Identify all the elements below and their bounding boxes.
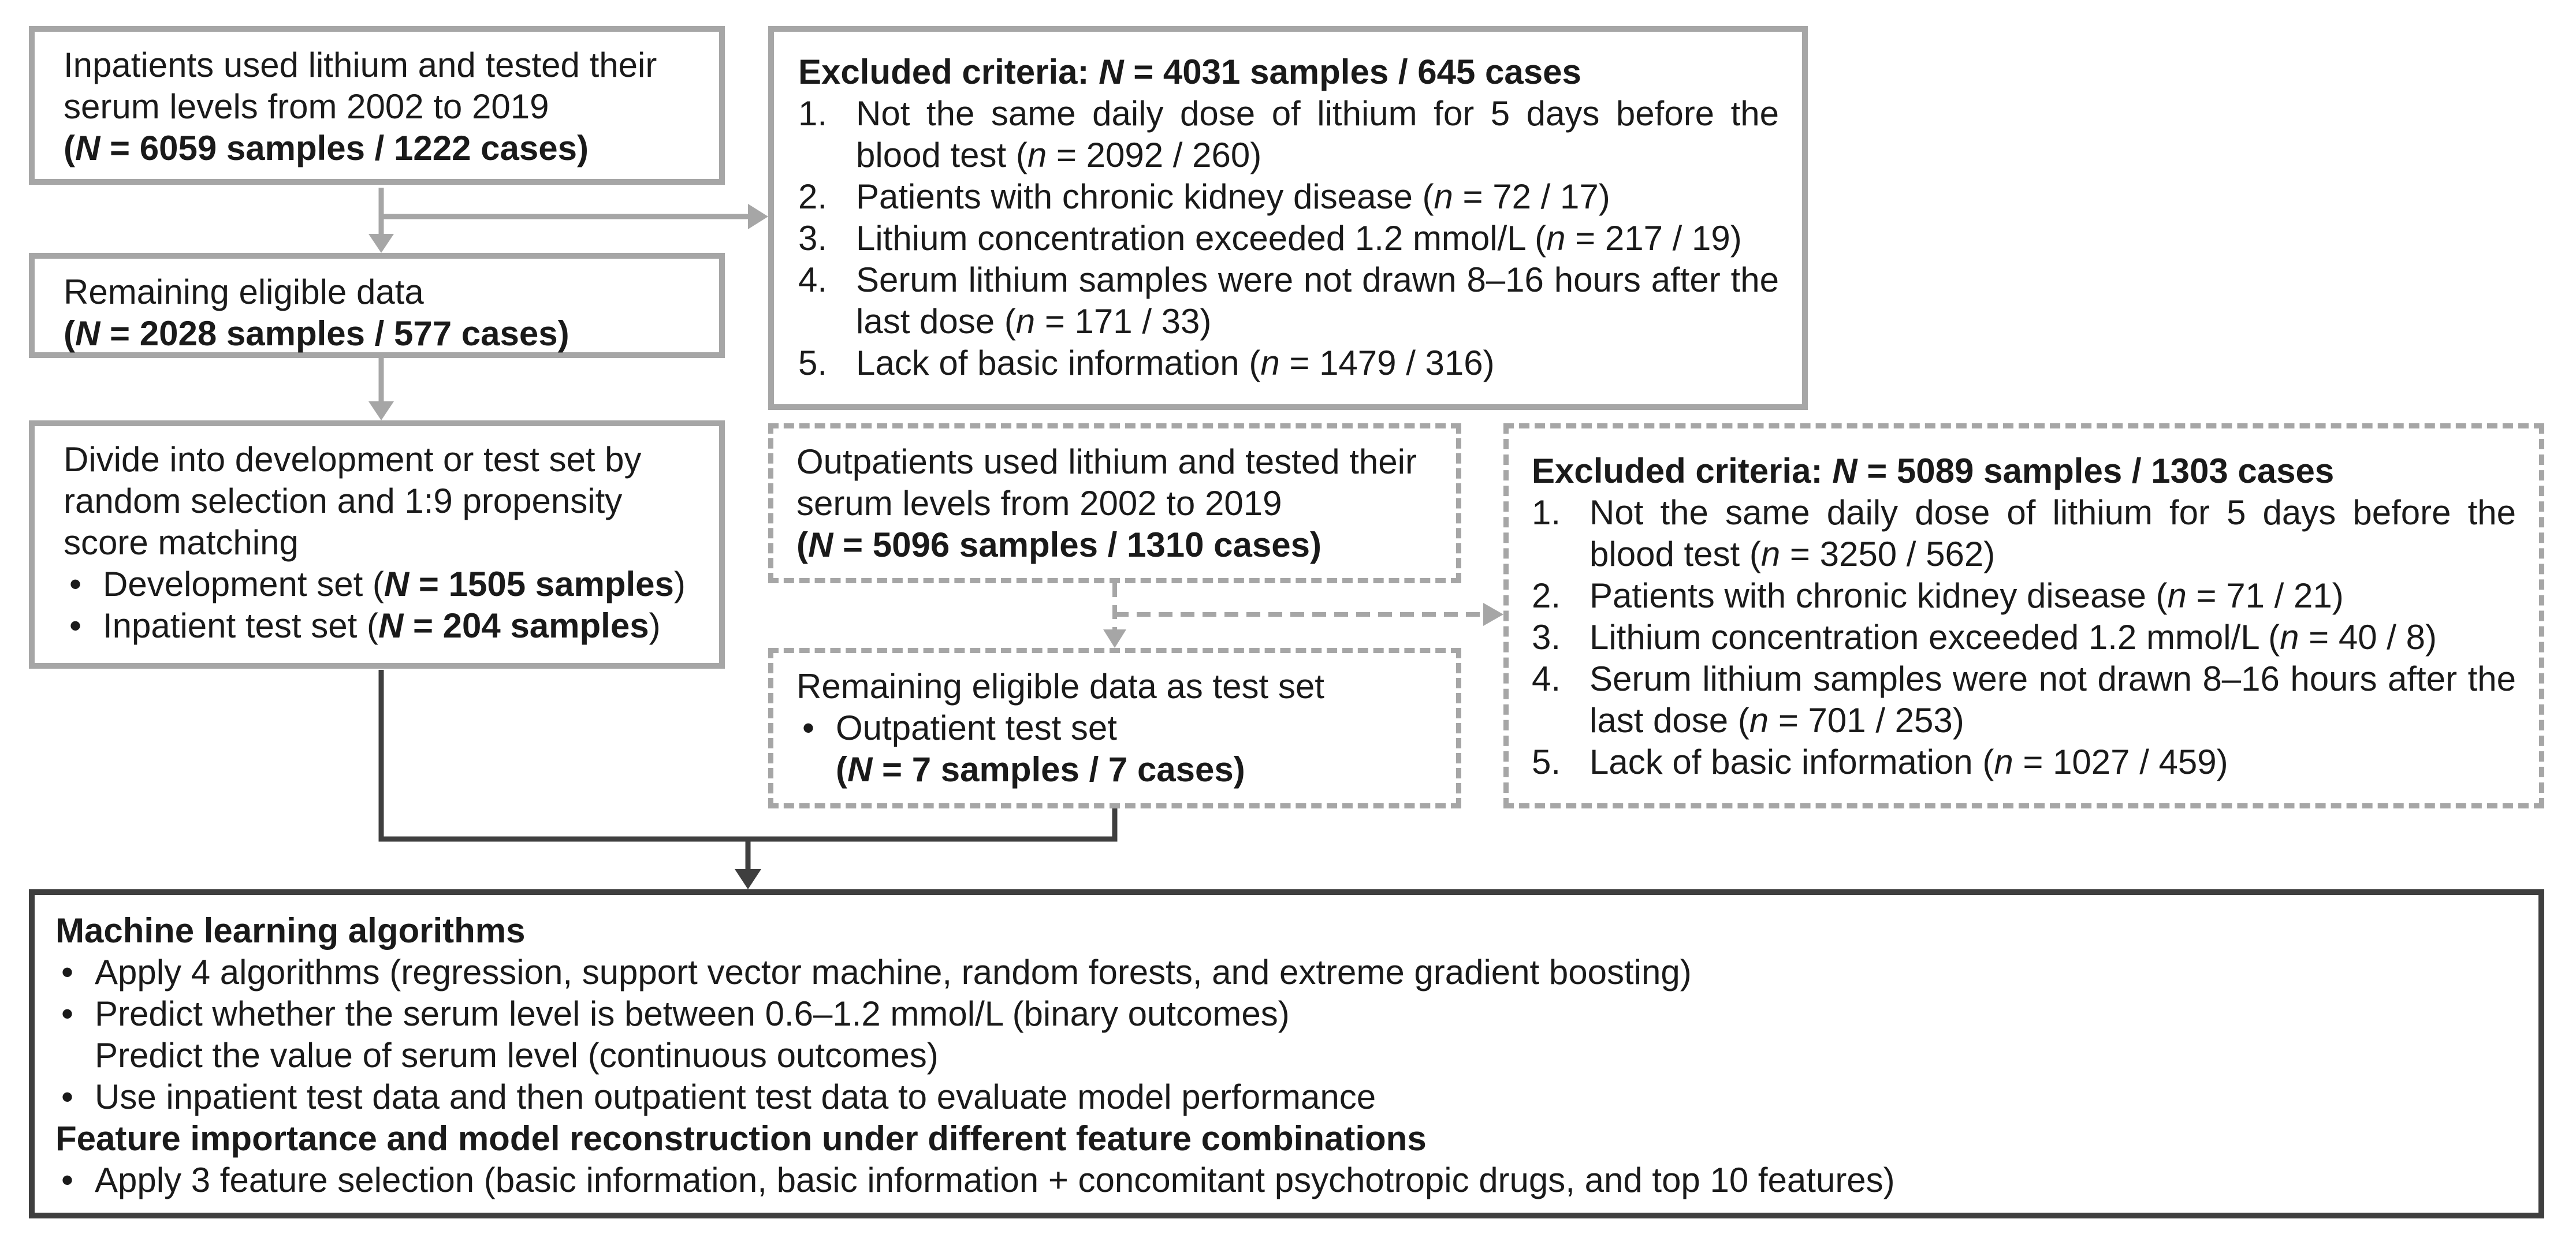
criterion-item: 1.Not the same daily dose of lithium for… (798, 94, 1779, 174)
arrowhead-ml (735, 869, 761, 889)
inpatients-count: (N = 6059 samples / 1222 cases) (64, 129, 589, 167)
criterion-item: 3.Lithium concentration exceeded 1.2 mmo… (1532, 618, 2437, 657)
arrowhead-remaining (368, 234, 394, 253)
arrowhead-excluded-in (748, 204, 768, 229)
arrowhead-divide (368, 401, 394, 420)
criterion-item: 5.Lack of basic information (n = 1027 / … (1532, 743, 2228, 781)
criterion-item: 1.Not the same daily dose of lithium for… (1532, 493, 2516, 573)
feature-bullet-selection: •Apply 3 feature selection (basic inform… (61, 1161, 1895, 1199)
excluded-outpatients-title: Excluded criteria: N = 5089 samples / 13… (1532, 452, 2335, 490)
arrowhead-testset (1103, 629, 1126, 648)
test-set-description: Remaining eligible data as test set (796, 667, 1324, 706)
ml-bullet-binary: •Predict whether the serum level is betw… (61, 994, 1290, 1033)
criterion-item: 4.Serum lithium samples were not drawn 8… (798, 260, 1779, 341)
test-set-box: Remaining eligible data as test set •Out… (768, 648, 1461, 808)
divide-description: Divide into development or test set by r… (64, 440, 642, 562)
ml-bullets-eval: •Use inpatient test data and then outpat… (55, 1076, 2518, 1118)
outpatients-box: Outpatients used lithium and tested thei… (768, 423, 1461, 583)
feature-heading: Feature importance and model reconstruct… (55, 1119, 1427, 1158)
outpatients-description: Outpatients used lithium and tested thei… (796, 442, 1417, 523)
divide-box: Divide into development or test set by r… (29, 420, 725, 669)
remaining-count: (N = 2028 samples / 577 cases) (64, 314, 569, 353)
excluded-outpatients-list: 1.Not the same daily dose of lithium for… (1532, 492, 2516, 783)
test-set-bullets: •Outpatient test set (796, 707, 1433, 749)
excluded-inpatients-box: Excluded criteria: N = 4031 samples / 64… (768, 26, 1808, 410)
test-set-count: (N = 7 samples / 7 cases) (836, 750, 1245, 789)
arrow-divide-to-ml (378, 670, 748, 842)
divide-bullet: •Development set (N = 1505 samples) (69, 565, 686, 603)
ml-bullet-evaluate: •Use inpatient test data and then outpat… (61, 1078, 1376, 1116)
criterion-item: 3.Lithium concentration exceeded 1.2 mmo… (798, 219, 1742, 258)
inpatients-description: Inpatients used lithium and tested their… (64, 46, 657, 126)
criterion-item: 2.Patients with chronic kidney disease (… (798, 177, 1610, 216)
remaining-description: Remaining eligible data (64, 273, 424, 311)
criterion-item: 5.Lack of basic information (n = 1479 / … (798, 344, 1495, 382)
ml-bullets: •Apply 4 algorithms (regression, support… (55, 952, 2518, 1035)
excluded-outpatients-box: Excluded criteria: N = 5089 samples / 13… (1503, 423, 2544, 808)
excluded-inpatients-title: Excluded criteria: N = 4031 samples / 64… (798, 53, 1581, 91)
criterion-item: 4.Serum lithium samples were not drawn 8… (1532, 659, 2516, 740)
criterion-item: 2.Patients with chronic kidney disease (… (1532, 576, 2344, 615)
remaining-box: Remaining eligible data (N = 2028 sample… (29, 253, 725, 358)
ml-bullet-algorithms: •Apply 4 algorithms (regression, support… (61, 953, 1692, 991)
ml-continuous: Predict the value of serum level (contin… (95, 1036, 939, 1075)
inpatients-box: Inpatients used lithium and tested their… (29, 26, 725, 185)
divide-bullet: •Inpatient test set (N = 204 samples) (69, 606, 661, 645)
machine-learning-box: Machine learning algorithms •Apply 4 alg… (29, 889, 2544, 1218)
divide-bullets: •Development set (N = 1505 samples)•Inpa… (64, 564, 690, 647)
arrow-testset-to-ml (745, 808, 1118, 872)
arrowhead-excluded-out (1483, 603, 1503, 626)
feature-bullets: •Apply 3 feature selection (basic inform… (55, 1160, 2518, 1201)
outpatients-count: (N = 5096 samples / 1310 cases) (796, 525, 1321, 564)
excluded-inpatients-list: 1.Not the same daily dose of lithium for… (798, 93, 1779, 384)
ml-heading: Machine learning algorithms (55, 911, 526, 950)
test-set-bullet: •Outpatient test set (802, 709, 1117, 747)
